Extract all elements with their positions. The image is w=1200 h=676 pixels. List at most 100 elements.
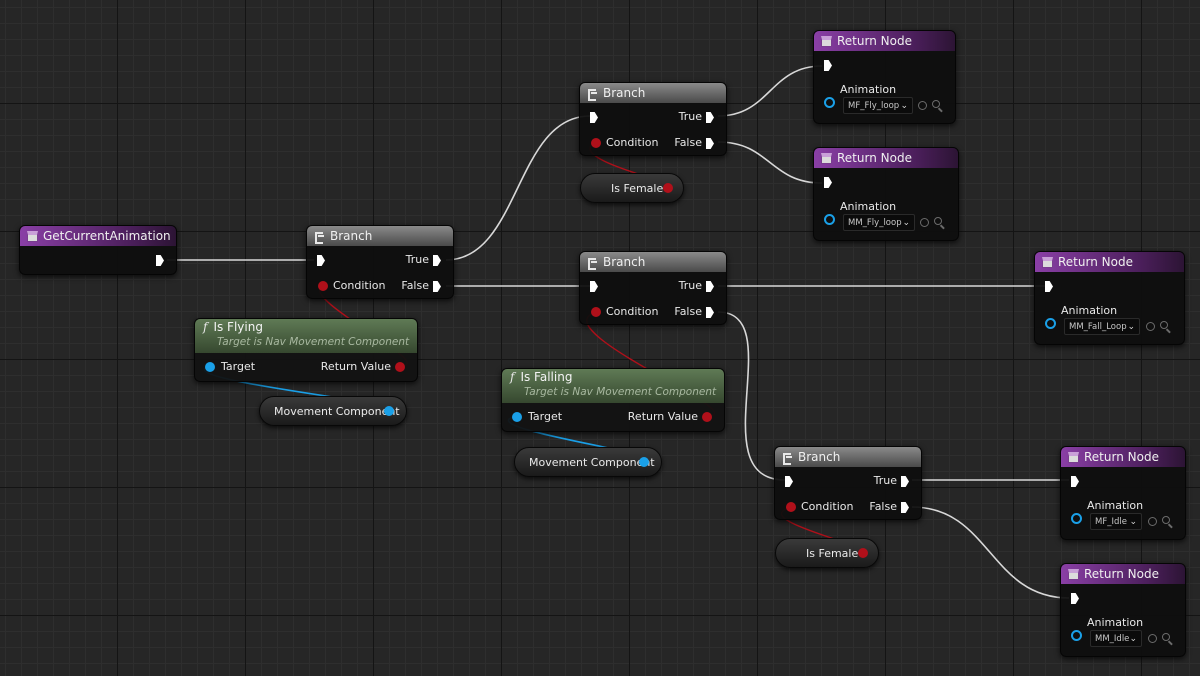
chevron-down-icon: ⌄ [900, 101, 908, 111]
node-header: Return Node [814, 31, 955, 51]
exec-in-pin[interactable] [824, 60, 832, 71]
exec-in-pin[interactable] [590, 112, 598, 123]
branch-node-4[interactable]: Branch True Condition False [774, 446, 922, 520]
animation-pin[interactable] [1071, 630, 1082, 641]
movement-component-variable-1[interactable]: Movement Component [259, 396, 407, 426]
is-female-variable-1[interactable]: Is Female [580, 173, 684, 203]
condition-pin[interactable] [318, 281, 328, 291]
dropdown-value: MM_Fall_Loop [1069, 322, 1127, 332]
use-selected-icon[interactable] [920, 218, 929, 227]
false-label: False [674, 136, 702, 149]
animation-dropdown[interactable]: MF_Fly_loop ⌄ [843, 97, 913, 114]
movement-component-variable-2[interactable]: Movement Component [514, 447, 662, 477]
node-header: Return Node [1035, 252, 1184, 272]
node-title: Return Node [837, 34, 912, 48]
exec-in-pin[interactable] [1045, 281, 1053, 292]
exec-in-pin[interactable] [824, 177, 832, 188]
target-pin[interactable] [512, 412, 522, 422]
node-header: Branch [307, 226, 453, 246]
dropdown-value: MF_Idle [1095, 517, 1127, 527]
exec-in-pin[interactable] [785, 476, 793, 487]
variable-out-pin[interactable] [384, 406, 394, 416]
return-value-pin[interactable] [395, 362, 405, 372]
chevron-down-icon: ⌄ [1129, 517, 1137, 527]
true-label: True [678, 279, 702, 292]
browse-icon[interactable] [1162, 516, 1170, 524]
exec-true-pin[interactable] [706, 281, 714, 292]
exec-wire [445, 115, 591, 261]
return-value-pin[interactable] [702, 412, 712, 422]
exec-false-pin[interactable] [901, 502, 909, 513]
target-pin[interactable] [205, 362, 215, 372]
condition-pin[interactable] [591, 138, 601, 148]
branch-icon [587, 88, 598, 101]
variable-out-pin[interactable] [639, 457, 649, 467]
variable-out-pin[interactable] [858, 548, 868, 558]
return-node-2[interactable]: Return Node Animation MM_Fly_loop ⌄ [813, 147, 959, 241]
exec-in-pin[interactable] [317, 255, 325, 266]
exec-false-pin[interactable] [706, 138, 714, 149]
branch-icon [782, 452, 793, 465]
animation-dropdown[interactable]: MF_Idle ⌄ [1090, 513, 1142, 530]
dropdown-value: MM_Idle [1095, 634, 1130, 644]
node-title: Branch [603, 255, 646, 269]
chevron-down-icon: ⌄ [1129, 634, 1137, 644]
animation-label: Animation [1061, 304, 1118, 317]
node-title: Return Node [1058, 255, 1133, 269]
condition-pin[interactable] [591, 307, 601, 317]
return-node-3[interactable]: Return Node Animation MM_Fall_Loop ⌄ [1034, 251, 1185, 345]
condition-label: Condition [606, 136, 659, 149]
is-female-variable-2[interactable]: Is Female [775, 538, 879, 568]
return-node-4[interactable]: Return Node Animation MF_Idle ⌄ [1060, 446, 1186, 540]
node-title: GetCurrentAnimation [43, 229, 171, 243]
node-header: Return Node [1061, 447, 1185, 467]
exec-wire [717, 65, 823, 117]
exec-in-pin[interactable] [590, 281, 598, 292]
return-node-1[interactable]: Return Node Animation MF_Fly_loop ⌄ [813, 30, 956, 124]
animation-dropdown[interactable]: MM_Idle ⌄ [1090, 630, 1142, 647]
branch-node-1[interactable]: Branch True Condition False [306, 225, 454, 299]
animation-dropdown[interactable]: MM_Fly_loop ⌄ [843, 214, 915, 231]
return-value-label: Return Value [627, 410, 698, 423]
animation-pin[interactable] [1071, 513, 1082, 524]
exec-out-pin[interactable] [156, 255, 164, 266]
condition-pin[interactable] [786, 502, 796, 512]
exec-wire [911, 506, 1070, 599]
node-title: Return Node [837, 151, 912, 165]
node-header: Branch [775, 447, 921, 467]
branch-node-2[interactable]: Branch True Condition False [579, 82, 727, 156]
exec-in-pin[interactable] [1071, 593, 1079, 604]
browse-icon[interactable] [1160, 321, 1168, 329]
use-selected-icon[interactable] [1146, 322, 1155, 331]
exec-true-pin[interactable] [901, 476, 909, 487]
exec-true-pin[interactable] [706, 112, 714, 123]
animation-pin[interactable] [824, 214, 835, 225]
use-selected-icon[interactable] [918, 101, 927, 110]
exec-true-pin[interactable] [433, 255, 441, 266]
function-icon [1068, 568, 1079, 580]
exec-in-pin[interactable] [1071, 476, 1079, 487]
use-selected-icon[interactable] [1148, 517, 1157, 526]
animation-pin[interactable] [824, 97, 835, 108]
variable-out-pin[interactable] [663, 183, 673, 193]
exec-false-pin[interactable] [433, 281, 441, 292]
animation-label: Animation [840, 83, 897, 96]
browse-icon[interactable] [934, 217, 942, 225]
return-node-5[interactable]: Return Node Animation MM_Idle ⌄ [1060, 563, 1186, 657]
node-title: Branch [603, 86, 646, 100]
animation-pin[interactable] [1045, 318, 1056, 329]
browse-icon[interactable] [932, 100, 940, 108]
exec-false-pin[interactable] [706, 307, 714, 318]
browse-icon[interactable] [1162, 633, 1170, 641]
node-header: GetCurrentAnimation [20, 226, 176, 246]
function-icon [1042, 256, 1053, 268]
get-current-animation-node[interactable]: GetCurrentAnimation [19, 225, 177, 275]
use-selected-icon[interactable] [1148, 634, 1157, 643]
branch-node-3[interactable]: Branch True Condition False [579, 251, 727, 325]
variable-label: Movement Component [274, 405, 400, 418]
node-header: Branch [580, 252, 726, 272]
animation-dropdown[interactable]: MM_Fall_Loop ⌄ [1064, 318, 1140, 335]
